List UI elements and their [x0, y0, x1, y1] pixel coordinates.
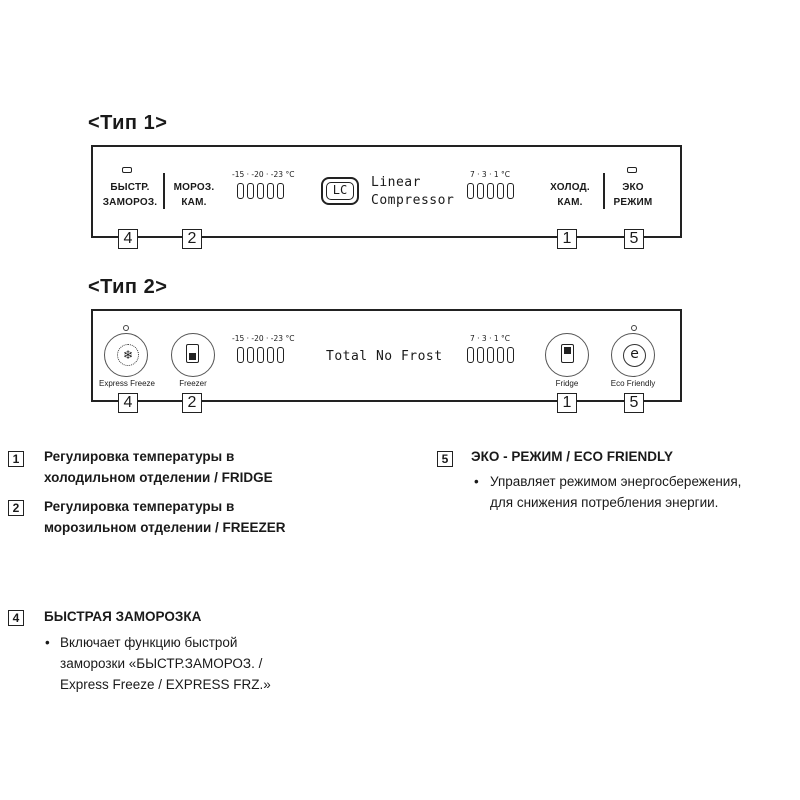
- callout-1: 1: [557, 393, 577, 413]
- express-freeze-label[interactable]: БЫСТР.ЗАМОРОЗ.: [102, 182, 158, 208]
- feature-5-title: ЭКО - РЕЖИМ / ECO FRIENDLY: [471, 449, 674, 464]
- type2-panel: [91, 309, 682, 402]
- express-freeze-indicator-dot: [123, 325, 129, 331]
- fridge-label[interactable]: ХОЛОД.КАМ.: [550, 182, 590, 208]
- feature-5-bullet: •: [474, 474, 479, 489]
- fridge-indicator: [467, 347, 517, 368]
- callout-1: 1: [557, 229, 577, 249]
- fridge-indicator: [467, 183, 517, 204]
- feature-5-description: Управляет режимом энергосбережения,для с…: [490, 474, 742, 510]
- fridge-label: Fridge: [555, 379, 579, 388]
- feature-4-number: 4: [8, 610, 24, 626]
- feature-2-number: 2: [8, 500, 24, 516]
- callout-2: 2: [182, 393, 202, 413]
- eco-mode-led: [627, 167, 637, 173]
- express-freeze-led: [122, 167, 132, 173]
- freezer-icon: [186, 344, 199, 363]
- type1-title: <Тип 1>: [88, 112, 168, 134]
- feature-1-number: 1: [8, 451, 24, 467]
- freezer-indicator: [237, 183, 287, 204]
- divider: [163, 173, 165, 209]
- feature-4-title: БЫСТРАЯ ЗАМОРОЗКА: [44, 609, 202, 624]
- fridge-temp-scale: 7 · 3 · 1 °C: [470, 170, 510, 179]
- feature-5-number: 5: [437, 451, 453, 467]
- callout-4: 4: [118, 393, 138, 413]
- brand-total-no-frost: Total No Frost: [326, 349, 443, 364]
- callout-4: 4: [118, 229, 138, 249]
- freezer-label: Freezer: [179, 379, 207, 388]
- type1-panel: [91, 145, 682, 238]
- express-freeze-button[interactable]: ❄: [104, 333, 148, 377]
- lc-logo-text: LC: [326, 182, 354, 200]
- eco-friendly-button[interactable]: e: [611, 333, 655, 377]
- express-freeze-label: Express Freeze: [98, 379, 156, 388]
- feature-4-bullet: •: [45, 635, 50, 650]
- callout-5: 5: [624, 393, 644, 413]
- fridge-temp-scale: 7 · 3 · 1 °C: [470, 334, 510, 343]
- callout-5: 5: [624, 229, 644, 249]
- snowflake-icon: ❄: [117, 344, 139, 366]
- freezer-button[interactable]: [171, 333, 215, 377]
- eco-indicator-dot: [631, 325, 637, 331]
- lc-logo-icon: LC: [321, 177, 359, 205]
- type2-title: <Тип 2>: [88, 276, 168, 298]
- freezer-indicator: [237, 347, 287, 368]
- divider: [603, 173, 605, 209]
- freezer-temp-scale: -15 · -20 · -23 °C: [232, 334, 295, 343]
- fridge-icon: [561, 344, 574, 363]
- callout-2: 2: [182, 229, 202, 249]
- eco-leaf-icon: e: [623, 344, 646, 367]
- eco-friendly-label: Eco Friendly: [610, 379, 656, 388]
- fridge-button[interactable]: [545, 333, 589, 377]
- freezer-label[interactable]: МОРОЗ.КАМ.: [173, 182, 215, 208]
- freezer-temp-scale: -15 · -20 · -23 °C: [232, 170, 295, 179]
